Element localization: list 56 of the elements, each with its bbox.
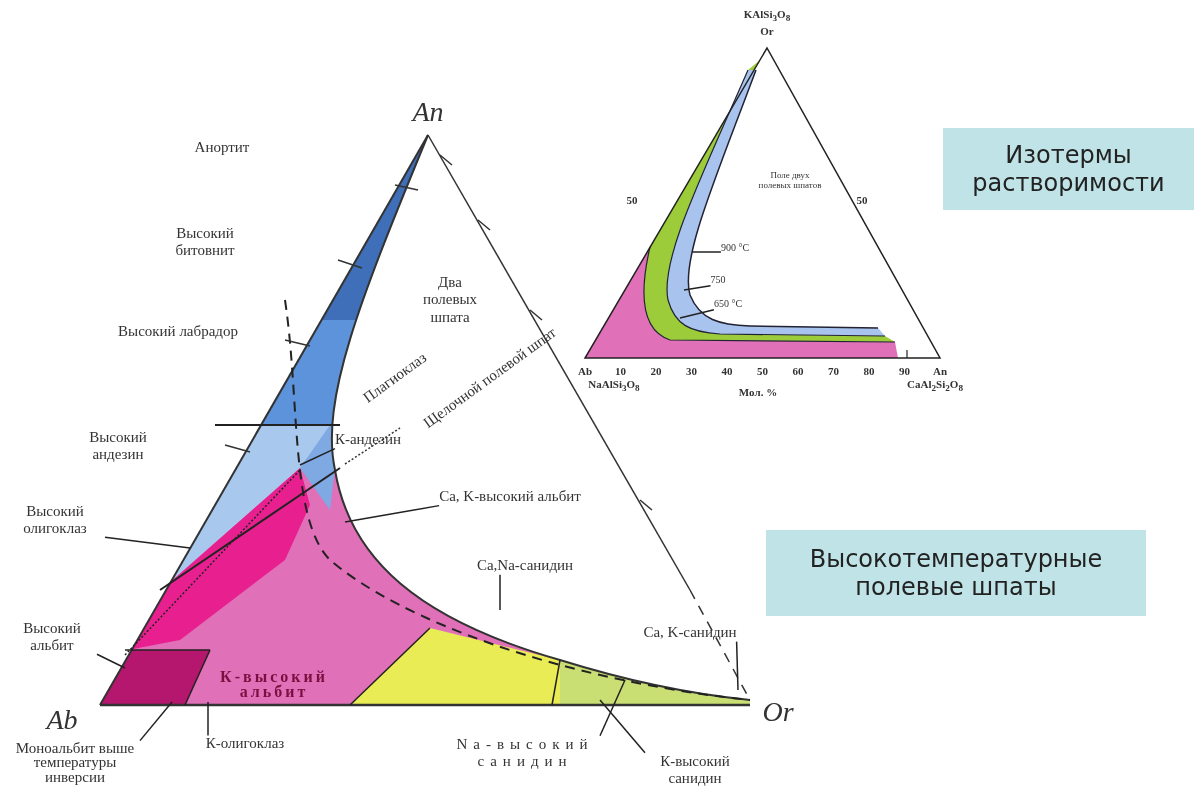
region-label: К-андезин	[334, 431, 402, 449]
leader-line	[599, 679, 626, 737]
scale-value: 30	[686, 364, 697, 378]
vertex-label: Or	[762, 695, 794, 729]
region-label: К-высокий санидин	[645, 752, 745, 788]
region-label: Два полевых шпата	[421, 274, 479, 326]
scale-value: An	[932, 364, 948, 378]
leader-line	[299, 447, 336, 466]
leader-line	[499, 573, 501, 611]
region-label: 750	[710, 274, 726, 286]
scale-value: 50	[757, 364, 768, 378]
region-label: Высокий олигоклаз	[5, 502, 105, 538]
region-label: 650 °C	[713, 298, 743, 310]
leader-line	[96, 653, 126, 669]
scale-value: 50	[856, 193, 868, 207]
formula-label: CaAl$_{2}$Si$_{2}$O$_{8}$	[907, 378, 963, 394]
vertex-label: Or	[760, 24, 774, 38]
leader-line	[735, 640, 739, 691]
leader-line	[679, 309, 715, 319]
region-label: Высокий битовнит	[174, 224, 236, 260]
region-label: Моноальбит выше температуры инверсии	[10, 740, 140, 784]
region-label: Высокий андезин	[88, 428, 148, 464]
scale-value: 70	[828, 364, 839, 378]
vertex-label: Ab	[46, 703, 78, 737]
region-label: Поле двух полевых шпатов	[757, 169, 823, 191]
region-label: Ca, K-высокий альбит	[439, 488, 581, 506]
scale-value: 90	[899, 364, 910, 378]
leader-line	[104, 536, 191, 549]
region-label: Na-высокий санидин	[450, 735, 600, 771]
region-label: Ca,Na-санидин	[476, 557, 574, 575]
region-label: Высокий альбит	[7, 619, 97, 655]
vertex-label: An	[412, 95, 444, 129]
region-label: К-высокий альбит	[219, 668, 329, 700]
scale-value: Ab	[577, 364, 593, 378]
leader-line	[683, 285, 712, 291]
scale-value: 60	[792, 364, 804, 378]
leader-line	[139, 701, 173, 742]
title-box: Высокотемпературные полевые шпаты	[766, 530, 1146, 616]
region-label: 900 °C	[720, 242, 750, 254]
region-label: К-олигоклаз	[205, 735, 285, 753]
leader-line	[599, 699, 646, 754]
leader-line	[344, 504, 440, 523]
region-label: Высокий лабрадор	[118, 323, 238, 341]
formula-label: KAlSi$_{3}$O$_{8}$	[743, 8, 791, 24]
axis-title: Мол. %	[738, 385, 778, 399]
scale-value: 10	[615, 364, 626, 378]
scale-value: 80	[863, 364, 875, 378]
title-box: Изотермы растворимости	[943, 128, 1194, 210]
scale-value: 50	[626, 193, 638, 207]
region-label: Ca, K-санидин	[643, 624, 737, 642]
scale-value: 20	[650, 364, 662, 378]
formula-label: NaAlSi$_{3}$O$_{8}$	[588, 378, 640, 394]
leader-line	[207, 701, 209, 737]
scale-value: 40	[721, 364, 733, 378]
leader-line	[691, 251, 722, 253]
region-label: Анортит	[194, 139, 250, 157]
